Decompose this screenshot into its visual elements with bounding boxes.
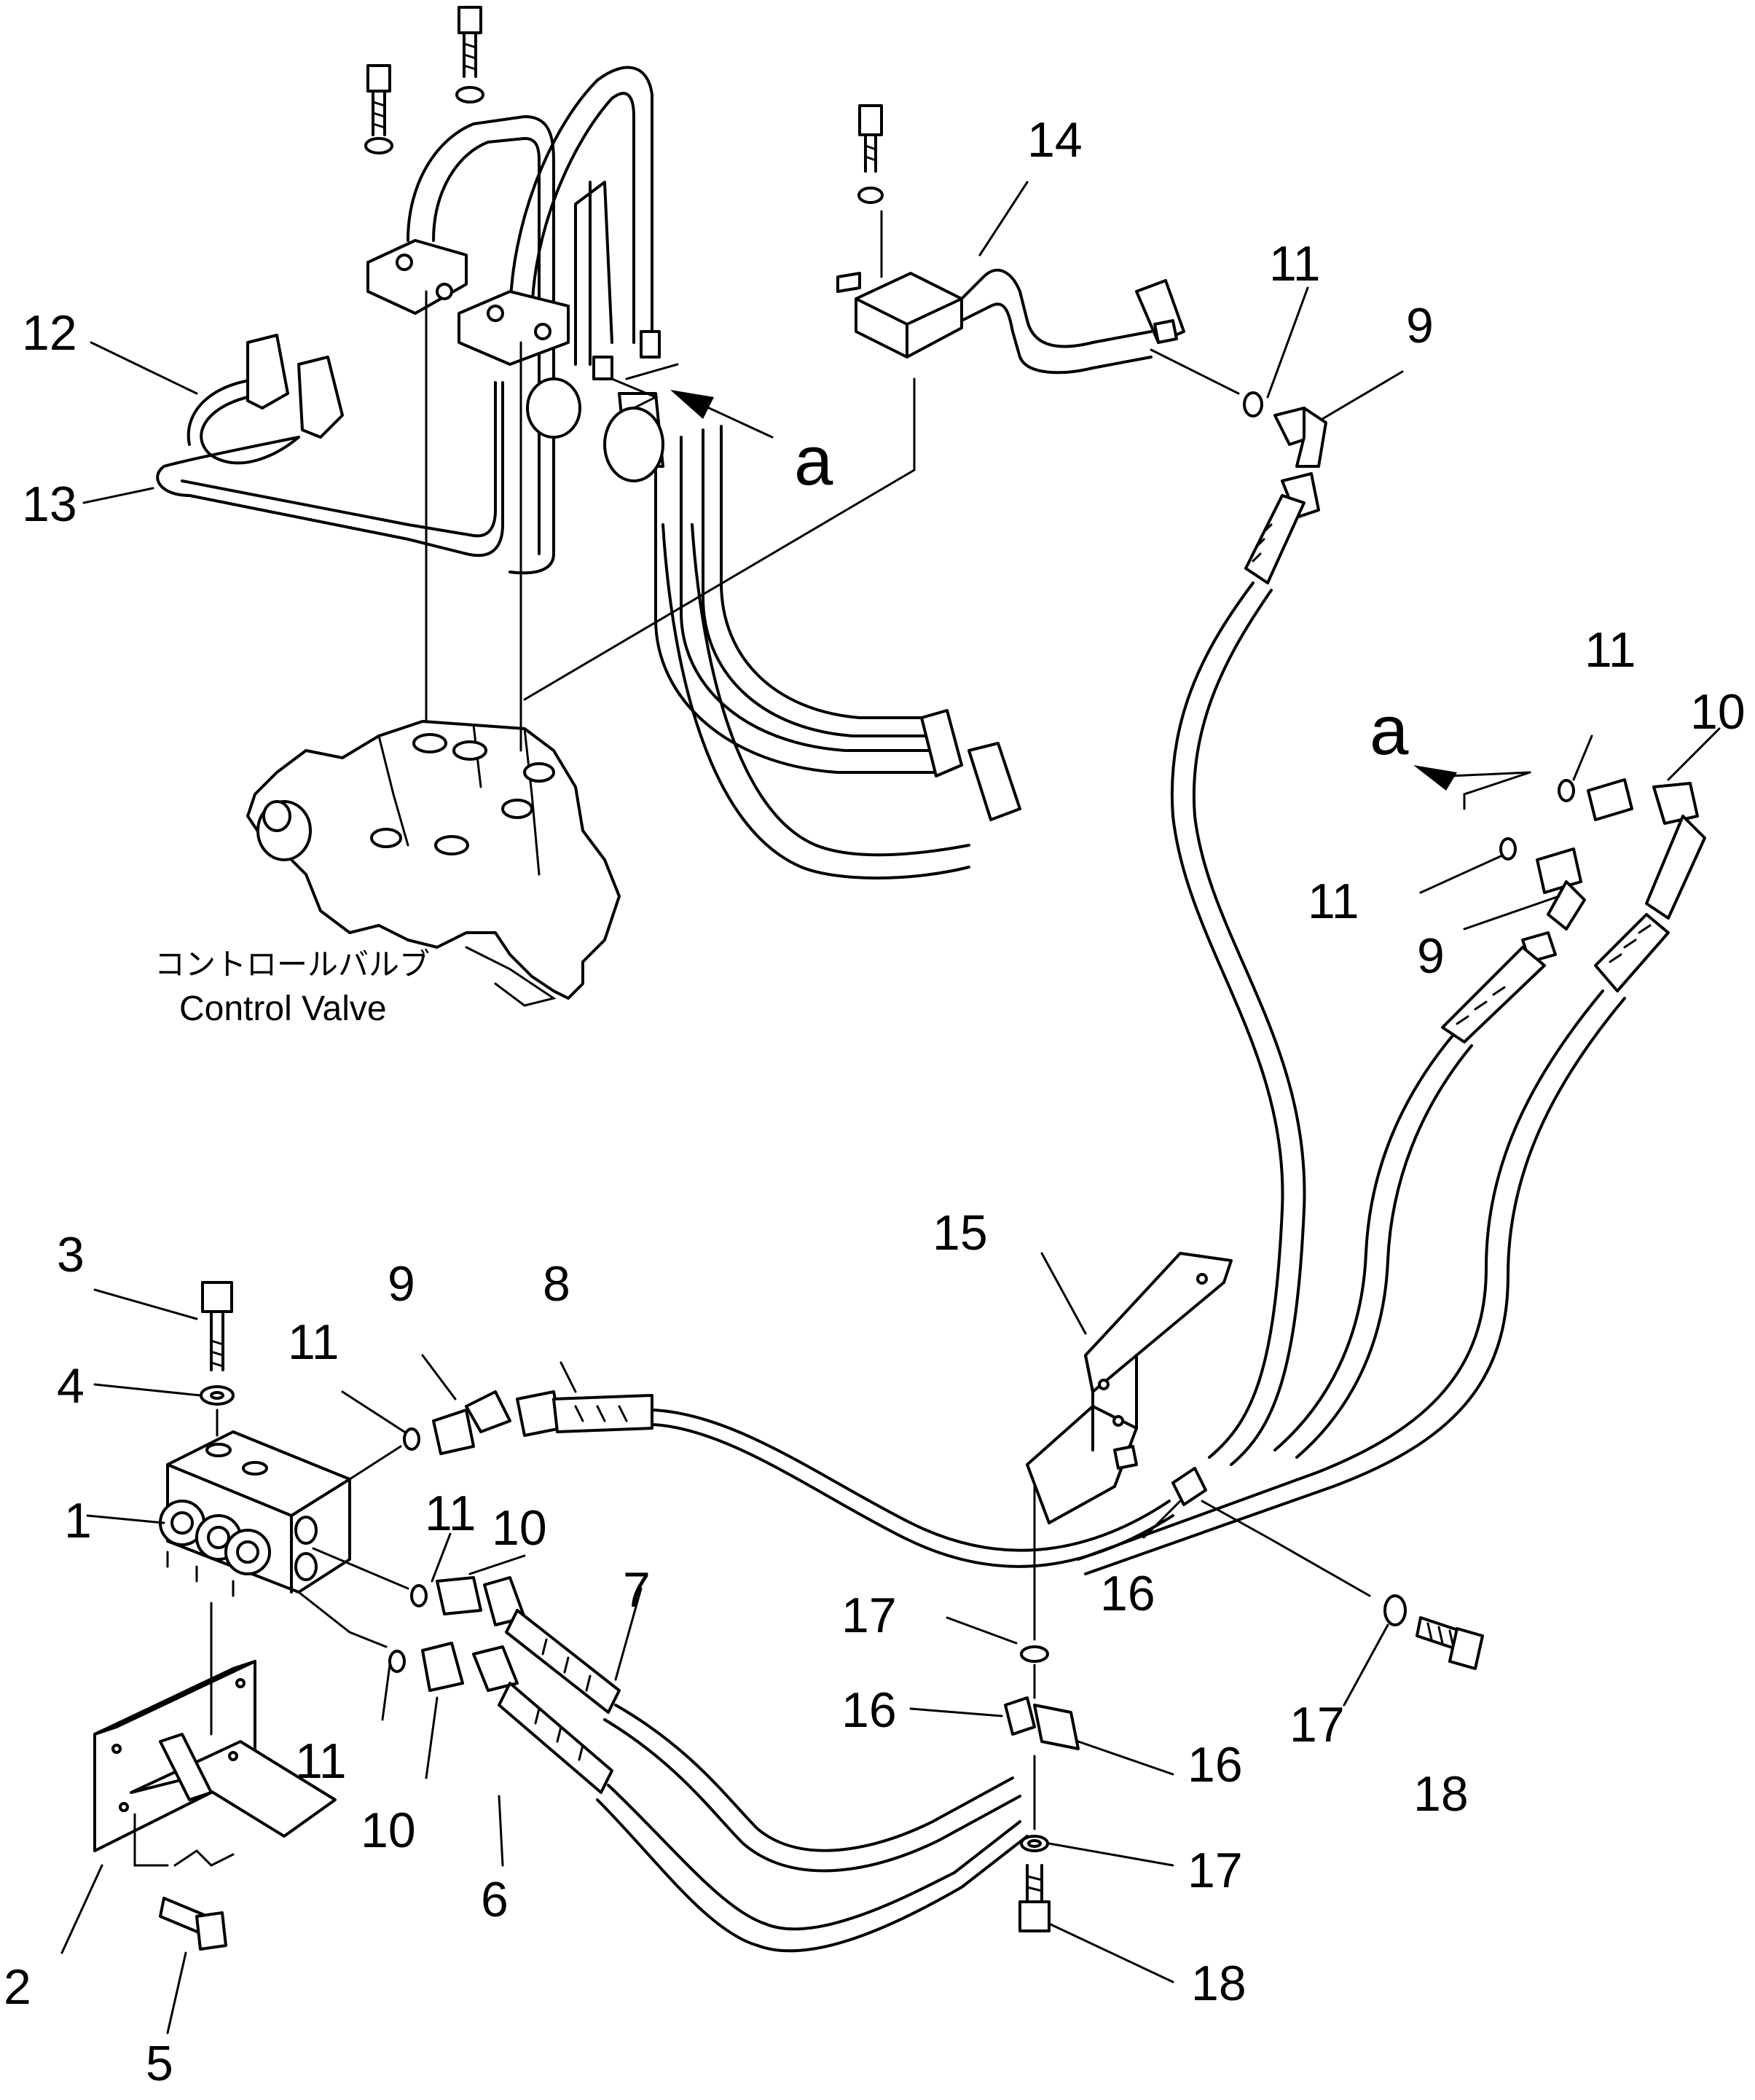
callout-13: 13 [22,477,77,532]
washer-17-right [1383,1594,1407,1626]
callout-3: 3 [57,1227,85,1282]
control-valve-caption-jp: コントロールバルブ [154,947,430,982]
callout-17-lower: 17 [1187,1843,1243,1898]
callout-4: 4 [57,1358,85,1414]
view-mark-a-upper: a [794,422,833,500]
callout-16-upper: 16 [1100,1566,1155,1621]
callout-11-right-top: 11 [1585,622,1636,678]
bolt-18-right [1416,1616,1484,1670]
callout-16-left: 16 [841,1682,897,1738]
bracket-15 [1026,1252,1233,1524]
callout-9-left: 9 [388,1256,415,1312]
control-valve-caption-en: Control Valve [179,990,387,1028]
callout-16-right: 16 [1187,1737,1243,1793]
callout-17-right: 17 [1289,1697,1345,1752]
callout-11-right-mid: 11 [1308,874,1359,929]
callout-10-left-mid: 10 [492,1500,547,1556]
callout-11-left-mid: 11 [425,1486,476,1541]
pipe-13 [156,381,504,557]
flange-leader-lines [425,290,916,752]
callout-9-upper: 9 [1406,298,1434,353]
view-mark-a-right: a [1370,691,1409,769]
washer-17-lower [1020,1835,1049,1852]
flange-bolts [364,6,484,154]
bracket-2 [93,1602,337,1867]
view-marks: a a [794,422,1409,769]
callout-leaders [60,181,1721,2034]
lower-pipes [526,377,1021,879]
callout-7: 7 [623,1562,651,1618]
callout-14: 14 [1027,112,1083,168]
callout-12: 12 [22,305,77,361]
callout-15: 15 [933,1205,988,1261]
bolt-3 [200,1281,235,1437]
view-arrow-a-upper [610,377,774,439]
right-view-a-fittings [1077,765,1706,1575]
bolt-5 [159,1897,227,1951]
callout-17-mid: 17 [841,1588,897,1643]
clamp-16-lower [1004,1696,1080,1830]
callout-6: 6 [481,1872,509,1927]
callout-18-right: 18 [1413,1766,1469,1822]
callout-11-left-top: 11 [288,1315,339,1370]
pilot-valve-assembly [159,1430,351,1597]
hose-6-assembly [297,1591,1029,1953]
callout-11-left-bottom: 11 [295,1733,347,1789]
hose-7-assembly [312,1547,1021,1873]
riser-pipes [366,66,661,575]
pipe-12 [187,334,344,465]
callout-9-right: 9 [1417,928,1445,984]
callout-numbers: 12 13 14 11 9 11 10 11 9 3 4 1 11 9 8 11… [4,112,1746,2091]
callout-8: 8 [543,1256,570,1312]
washer-17-mid [1020,1645,1049,1699]
callout-10-left-bottom: 10 [361,1803,416,1858]
upper-right-fittings [1170,391,1327,1466]
callout-1: 1 [64,1493,92,1548]
callout-18-lower: 18 [1191,1956,1246,2011]
callout-5: 5 [146,2036,173,2091]
hose-8-assembly [348,1390,1174,1568]
control-valve-caption: コントロールバルブ Control Valve [154,947,430,1028]
control-valve [246,720,621,1007]
callout-11-upper: 11 [1269,236,1321,291]
bolt-18-lower [1018,1864,1051,1932]
pipe-14 [836,104,1240,395]
callout-10-right: 10 [1690,684,1746,740]
clamp-16-upper [1033,1467,1371,1641]
callout-2: 2 [4,1959,31,2015]
